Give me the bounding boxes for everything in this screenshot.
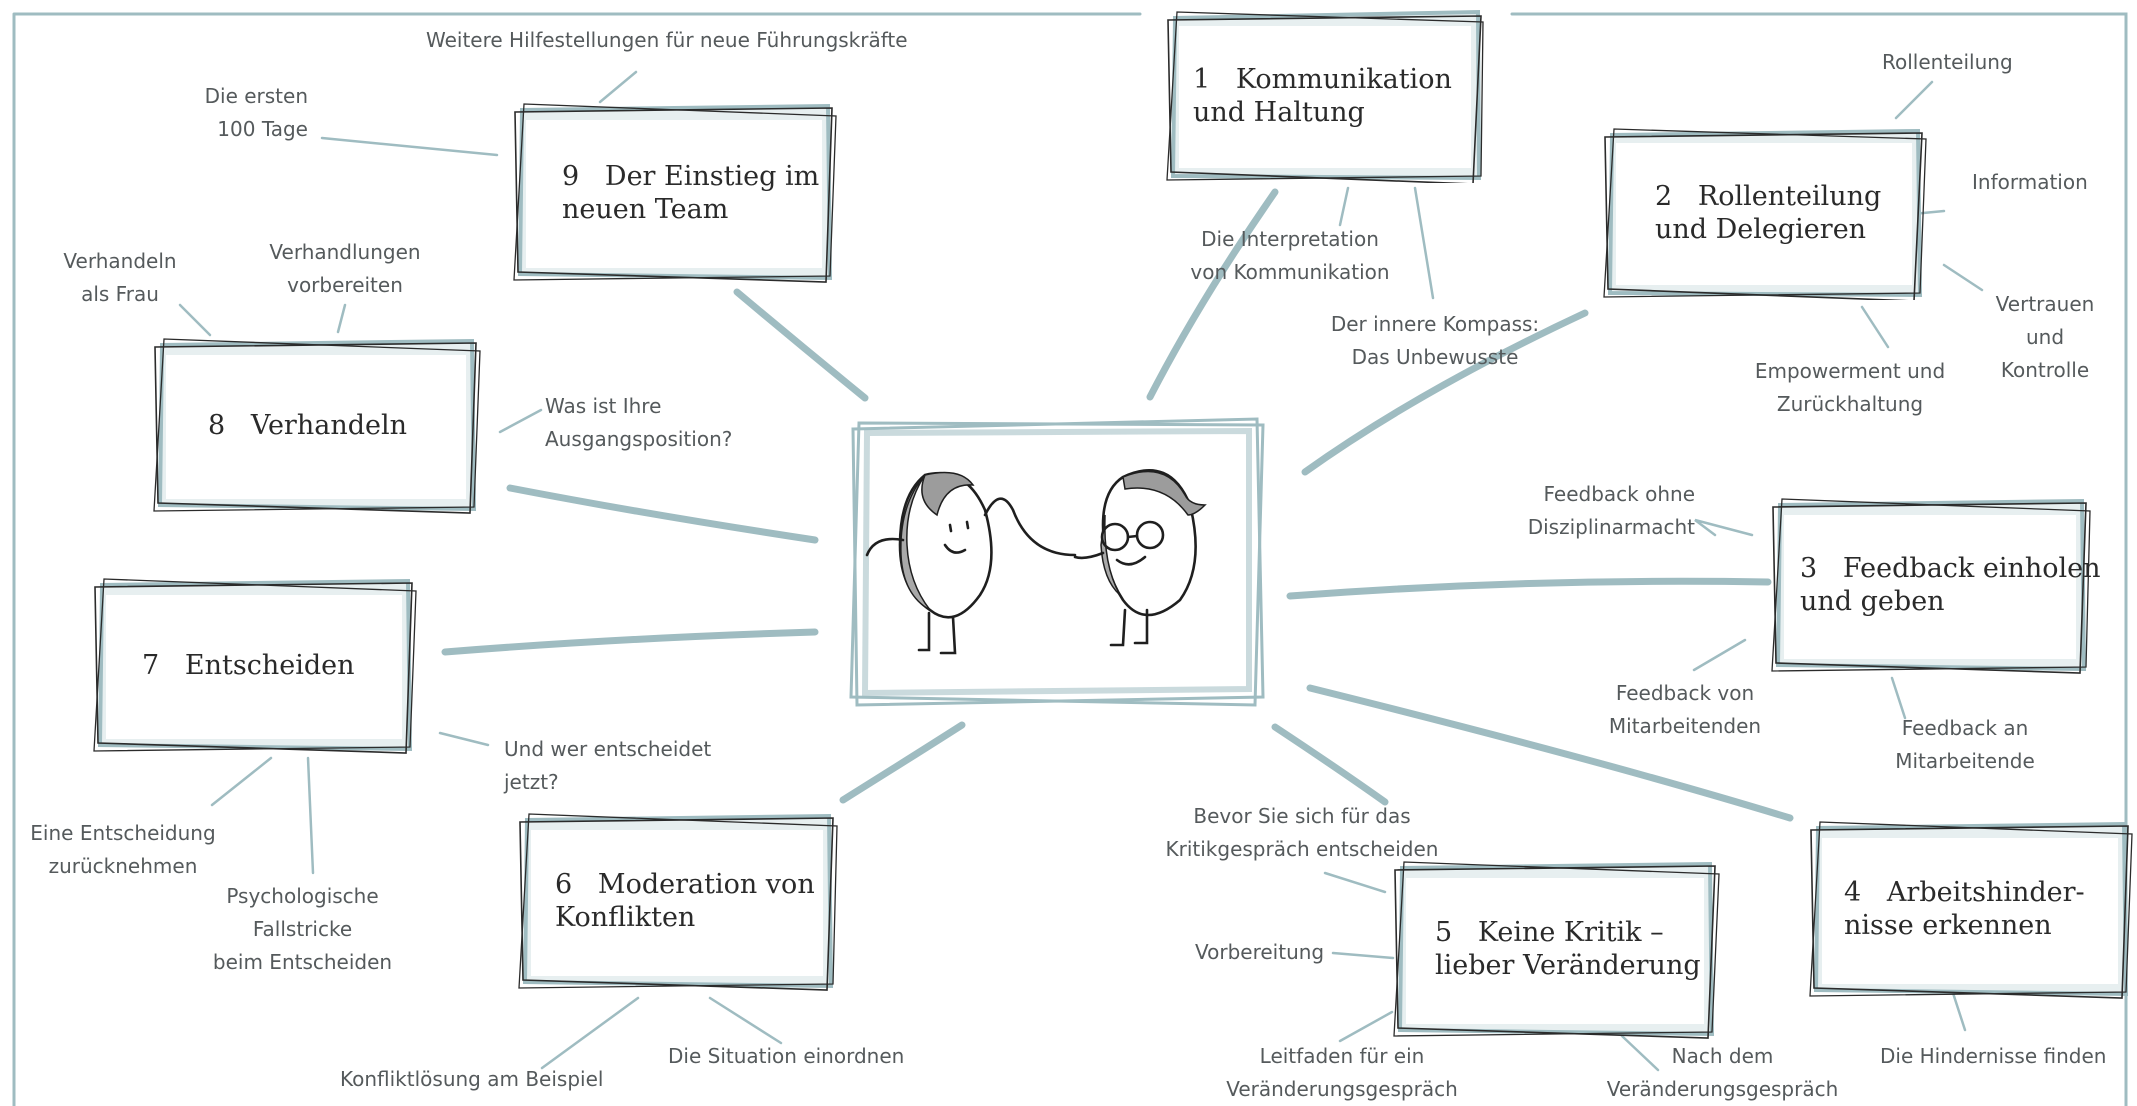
spoke-s7c <box>306 756 315 875</box>
subtopic-s5b: Vorbereitung <box>1195 940 1325 964</box>
topic-box-t8[interactable]: 8 Verhandeln <box>150 335 485 515</box>
spoke-s3b <box>1692 638 1747 672</box>
center-illustration <box>845 405 1270 715</box>
subtopic-s8c: Was ist Ihre Ausgangsposition? <box>545 394 733 451</box>
subtopic-s2a: Rollenteilung <box>1882 50 2013 74</box>
outer-frame <box>12 12 2128 1106</box>
branch-t5 <box>1271 723 1389 806</box>
topic-box-t5[interactable]: 5 Keine Kritik – lieber Veränderung <box>1390 858 1723 1040</box>
topic-title: 1 Kommunikation und Haltung <box>1193 63 1452 128</box>
subtopic-s6b: Die Situation einordnen <box>668 1044 905 1068</box>
subtopic-s7a: Und wer entscheidet jetzt? <box>504 737 712 794</box>
spoke-s3a <box>1694 518 1754 537</box>
spoke-s2a <box>1894 80 1934 120</box>
subtopic-s4a: Die Hindernisse finden <box>1880 1044 2107 1068</box>
spoke-s1b <box>1413 186 1435 300</box>
branch-t6 <box>839 721 966 804</box>
subtopic-s8a: Verhandeln als Frau <box>63 249 177 306</box>
spoke-s9b <box>320 136 499 157</box>
topic-box-t9[interactable]: 9 Der Einstieg im neuen Team <box>510 100 840 285</box>
subtopic-s3b: Feedback von Mitarbeitenden <box>1608 681 1762 738</box>
spoke-s7b <box>210 756 273 807</box>
branch-t7 <box>441 628 819 656</box>
right-figure-icon <box>1073 468 1207 647</box>
spoke-s3c <box>1890 676 1907 720</box>
spoke-s5d <box>1620 1034 1660 1072</box>
spoke-s5a <box>1323 871 1387 894</box>
sketch-frame <box>1809 821 2133 999</box>
topic-title: 8 Verhandeln <box>208 409 407 441</box>
spoke-s6b <box>708 996 783 1045</box>
subtopic-s1a: Die Interpretation von Kommunikation <box>1190 227 1390 284</box>
spoke-s2d <box>1860 305 1890 349</box>
sketch-frame <box>1393 861 1720 1039</box>
spoke-s8a <box>178 303 212 337</box>
sketch-frame <box>518 813 838 991</box>
spoke-s7a <box>438 731 490 747</box>
subtopic-s7b: Eine Entscheidung zurücknehmen <box>30 821 216 878</box>
topic-title: 3 Feedback einholen und geben <box>1800 553 2101 617</box>
subtopic-s7c: Psychologische Fallstricke beim Entschei… <box>212 884 393 974</box>
topic-box-t1[interactable]: 1 Kommunikation und Haltung <box>1163 8 1488 183</box>
subtopic-s5a: Bevor Sie sich für das Kritikgespräch en… <box>1165 804 1439 861</box>
branch-t8 <box>506 484 819 544</box>
sketch-frame <box>93 578 417 754</box>
branch-t4 <box>1306 684 1794 822</box>
topic-title: 6 Moderation von Konflikten <box>555 869 815 933</box>
spoke-s1a <box>1338 186 1350 227</box>
spoke-s5c <box>1338 1010 1394 1043</box>
branch-t3 <box>1286 577 1772 600</box>
left-figure-icon <box>865 471 1077 655</box>
spoke-s8c <box>498 408 543 434</box>
subtopic-s6a: Konfliktlösung am Beispiel <box>340 1067 604 1091</box>
subtopic-s5d: Nach dem Veränderungsgespräch <box>1606 1044 1839 1101</box>
topic-box-t4[interactable]: 4 Arbeitshinder- nisse erkennen <box>1806 818 2136 1000</box>
subtopic-s2d: Empowerment und Zurückhaltung <box>1754 359 1946 416</box>
sketch-frame <box>153 338 481 514</box>
topic-title: 7 Entscheiden <box>142 649 355 681</box>
subtopic-s2c: Vertrauen und Kontrolle <box>1995 292 2095 382</box>
spoke-s5b <box>1331 951 1395 960</box>
subtopic-s2b: Information <box>1972 170 2088 194</box>
spoke-s4a <box>1951 991 1967 1032</box>
topic-box-t6[interactable]: 6 Moderation von Konflikten <box>515 810 840 992</box>
topic-title: 9 Der Einstieg im neuen Team <box>562 160 820 225</box>
subtopic-s8b: Verhandlungen vorbereiten <box>269 240 421 297</box>
topic-box-t2[interactable]: 2 Rollenteilung und Delegieren <box>1600 125 1930 300</box>
topic-title: 5 Keine Kritik – lieber Veränderung <box>1435 917 1701 981</box>
branch-t1 <box>1146 188 1279 401</box>
topic-box-t7[interactable]: 7 Entscheiden <box>90 575 420 755</box>
subtopic-s5c: Leitfaden für ein Veränderungsgespräch <box>1226 1044 1458 1101</box>
spoke-s2c <box>1942 263 1984 292</box>
subtopic-s1b: Der innere Kompass: Das Unbewusste <box>1330 312 1540 369</box>
spoke-s9a <box>598 70 638 104</box>
branch-t9 <box>733 288 869 402</box>
subtopic-s3a: Feedback ohne Disziplinarmacht <box>1527 482 1695 539</box>
subtopic-s3c: Feedback an Mitarbeitende <box>1895 716 2035 773</box>
topic-box-t3[interactable]: 3 Feedback einholen und geben <box>1768 495 2101 675</box>
topic-title: 4 Arbeitshinder- nisse erkennen <box>1844 877 2085 941</box>
sketch-frame <box>513 103 837 283</box>
two-figures-icon <box>849 417 1265 707</box>
topic-title: 2 Rollenteilung und Delegieren <box>1655 180 1882 245</box>
sketch-frame <box>1771 498 2091 674</box>
spoke-s6a <box>540 996 640 1070</box>
subtopic-s9b: Die ersten 100 Tage <box>204 84 308 141</box>
subtopic-s9a: Weitere Hilfestellungen für neue Führung… <box>426 28 908 52</box>
sketch-frame <box>1166 9 1484 183</box>
sketch-frame <box>1603 128 1927 300</box>
spoke-s8b <box>336 303 347 334</box>
branch-t2 <box>1301 309 1589 476</box>
